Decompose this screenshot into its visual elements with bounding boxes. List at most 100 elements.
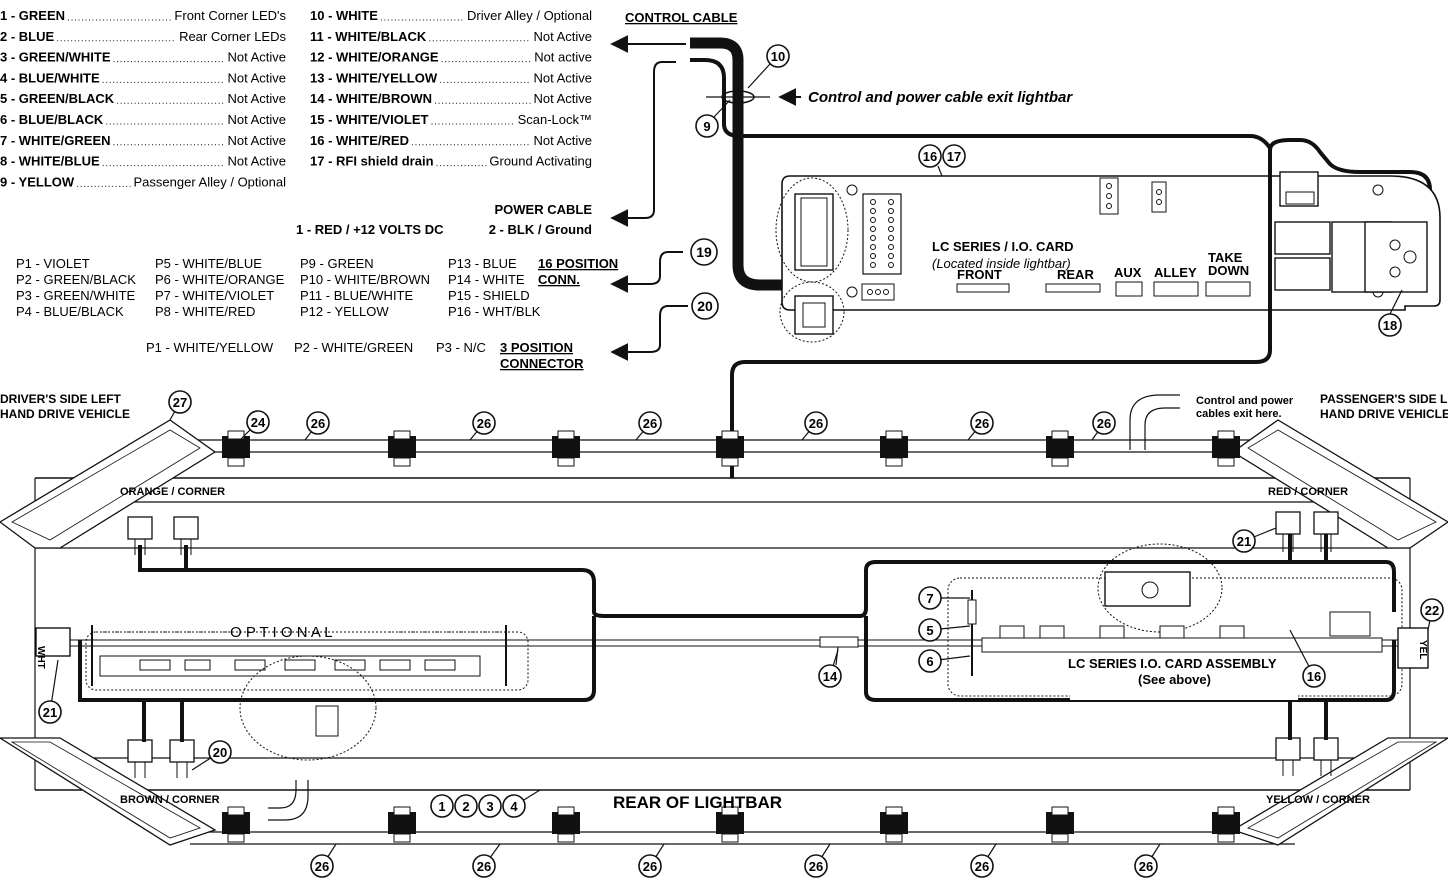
card-subtitle: (Located inside lightbar) (932, 256, 1071, 271)
wht-label: WHT (35, 646, 46, 669)
wire-name: 3 - GREEN/WHITE (0, 50, 111, 65)
callout-14: 14 (818, 649, 842, 688)
exit-here-a: Control and power (1196, 395, 1294, 407)
wire-function: Ground Activating (489, 154, 592, 169)
pin-entry: P8 - WHITE/RED (155, 304, 255, 319)
svg-text:9: 9 (703, 119, 710, 134)
pin-entry: P1 - VIOLET (16, 256, 90, 271)
pin-entry: P16 - WHT/BLK (448, 304, 541, 319)
pin-entry: P4 - BLUE/BLACK (16, 304, 124, 319)
callout-26: 26 (472, 843, 501, 878)
passenger-label-b: HAND DRIVE VEHICLE (1320, 407, 1448, 421)
svg-text:10: 10 (771, 49, 785, 64)
callout-26: 26 (469, 411, 496, 441)
wire-function: Not Active (533, 91, 592, 106)
driver-label-b: HAND DRIVE VEHICLE (0, 407, 130, 421)
wire-name: 7 - WHITE/GREEN (0, 133, 111, 148)
wire-function: Not Active (227, 70, 286, 85)
pin-entry: P10 - WHITE/BROWN (300, 272, 430, 287)
callout-4: 4 (502, 789, 541, 818)
wire-function: Not Active (227, 133, 286, 148)
wire-function: Passenger Alley / Optional (134, 174, 287, 189)
svg-text:20: 20 (697, 298, 713, 314)
pos16-label-b: CONN. (538, 272, 580, 287)
wire-function: Not Active (227, 91, 286, 106)
svg-text:22: 22 (1425, 603, 1439, 618)
card-title: LC SERIES / I.O. CARD (932, 239, 1074, 254)
exit-here-b: cables exit here. (1196, 408, 1282, 420)
svg-text:14: 14 (823, 669, 838, 684)
pin-table-3: P1 - WHITE/YELLOW P2 - WHITE/GREEN P3 - N/… (146, 340, 486, 355)
svg-text:24: 24 (251, 415, 266, 430)
mounting-clip (222, 430, 250, 467)
pin-entry: P7 - WHITE/VIOLET (155, 288, 274, 303)
svg-text:18: 18 (1383, 318, 1397, 333)
svg-text:1: 1 (438, 799, 445, 814)
mounting-clips (222, 430, 1240, 843)
callout-26: 26 (1091, 411, 1116, 441)
svg-text:26: 26 (311, 416, 325, 431)
wire-name: 8 - WHITE/BLUE (0, 154, 100, 169)
power-red: 1 - RED / +12 VOLTS DC (296, 222, 444, 237)
mounting-clip (716, 806, 744, 843)
pin-entry: P3 - GREEN/WHITE (16, 288, 136, 303)
yellow-corner-label: YELLOW / CORNER (1266, 794, 1370, 806)
cable-group (610, 35, 1432, 361)
svg-text:26: 26 (975, 416, 989, 431)
callout-3: 3 (478, 794, 502, 818)
wire-name: 2 - BLUE (0, 29, 55, 44)
take-label: TAKE (1208, 250, 1243, 265)
mounting-clip (552, 806, 580, 843)
exit-note: Control and power cable exit lightbar (808, 89, 1073, 106)
wire-name: 16 - WHITE/RED (310, 133, 409, 148)
wire-function: Not Active (533, 29, 592, 44)
pin-entry: P15 - SHIELD (448, 288, 530, 303)
callout-24: 24 (239, 410, 270, 441)
front-label: FRONT (957, 267, 1002, 282)
wire-name: 10 - WHITE (310, 8, 378, 23)
pin-entry: P13 - BLUE (448, 256, 517, 271)
optional-module: O P T I O N A L WHT (35, 624, 529, 761)
svg-text:2: 2 (462, 799, 469, 814)
mounting-clip (880, 430, 908, 467)
wire-function: Driver Alley / Optional (467, 8, 592, 23)
passenger-label-a: PASSENGER'S SIDE LEFT (1320, 392, 1448, 406)
orange-corner-label: ORANGE / CORNER (120, 486, 225, 498)
callout-19: 19 (690, 238, 718, 266)
svg-text:17: 17 (947, 149, 961, 164)
pin-entry: P9 - GREEN (300, 256, 374, 271)
pin-entry: P1 - WHITE/YELLOW (146, 340, 274, 355)
brown-corner-label: BROWN / CORNER (120, 794, 220, 806)
pin-entry: P3 - N/C (436, 340, 486, 355)
pin-entry: P2 - WHITE/GREEN (294, 340, 413, 355)
callout-27: 27 (168, 390, 192, 421)
svg-text:26: 26 (809, 416, 823, 431)
rear-of-lightbar-label: REAR OF LIGHTBAR (613, 793, 782, 812)
corner-connectors (127, 511, 1339, 778)
lightbar (0, 394, 1448, 846)
wire-name: 4 - BLUE/WHITE (0, 70, 100, 85)
yel-label: YEL (1417, 640, 1428, 659)
assembly-label: LC SERIES I.O. CARD ASSEMBLY (1068, 656, 1277, 671)
wire-name: 5 - GREEN/BLACK (0, 91, 115, 106)
svg-text:26: 26 (643, 859, 657, 874)
svg-text:21: 21 (43, 705, 57, 720)
wire-name: 13 - WHITE/YELLOW (310, 70, 438, 85)
svg-text:21: 21 (1237, 534, 1251, 549)
svg-text:26: 26 (477, 416, 491, 431)
wire-name: 6 - BLUE/BLACK (0, 112, 104, 127)
svg-text:4: 4 (510, 799, 518, 814)
callout-17: 17 (942, 144, 966, 168)
down-label: DOWN (1208, 263, 1249, 278)
callout-26: 26 (801, 411, 828, 441)
wire-function: Not Active (227, 112, 286, 127)
mounting-clip (552, 430, 580, 467)
pin-entry: P5 - WHITE/BLUE (155, 256, 262, 271)
wire-function: Front Corner LED's (174, 8, 286, 23)
svg-text:16: 16 (923, 149, 937, 164)
svg-text:26: 26 (1097, 416, 1111, 431)
pin-entry: P2 - GREEN/BLACK (16, 272, 136, 287)
callout-26: 26 (804, 843, 831, 878)
